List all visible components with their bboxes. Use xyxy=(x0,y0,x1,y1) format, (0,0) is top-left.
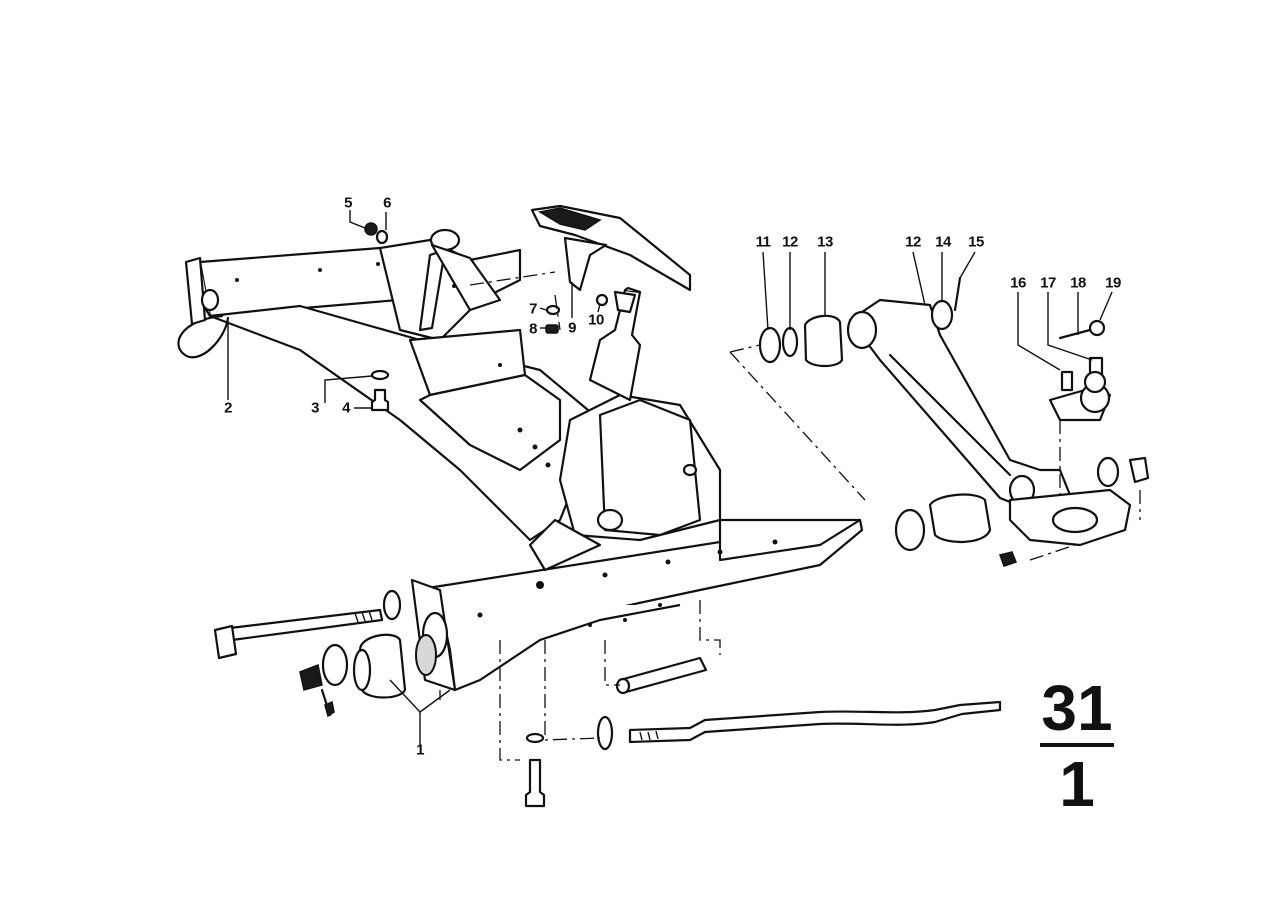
callout-1: 1 xyxy=(416,741,424,759)
front-mount-bolt-assembly xyxy=(213,589,437,718)
callout-18: 18 xyxy=(1070,274,1086,292)
washer-6 xyxy=(375,229,389,245)
callout-12-right: 12 xyxy=(905,233,921,251)
carrier-holes xyxy=(235,262,778,627)
nut-5 xyxy=(364,222,378,236)
callout-12-left: 12 xyxy=(782,233,798,251)
callout-19: 19 xyxy=(1105,274,1121,292)
group-number-top: 31 xyxy=(1041,672,1113,744)
grommet-10 xyxy=(595,293,609,307)
bolt-4 xyxy=(370,388,390,412)
nut-8 xyxy=(545,324,559,334)
callout-2: 2 xyxy=(224,399,232,417)
washer-3 xyxy=(370,369,390,381)
callout-10: 10 xyxy=(588,311,604,329)
bushing-13 xyxy=(803,314,844,368)
callout-9: 9 xyxy=(568,319,576,337)
callout-3: 3 xyxy=(311,399,319,417)
callout-14: 14 xyxy=(935,233,951,251)
tension-rod xyxy=(524,656,1002,808)
assembly-lines xyxy=(439,271,1141,761)
bushing-11 xyxy=(758,326,782,364)
group-number-divider xyxy=(1040,743,1114,747)
callout-13: 13 xyxy=(817,233,833,251)
leader-lines xyxy=(227,210,1113,745)
callout-4: 4 xyxy=(342,399,350,417)
washer-12 xyxy=(781,326,799,358)
callout-11: 11 xyxy=(755,233,771,251)
callout-5: 5 xyxy=(344,194,352,212)
callout-8: 8 xyxy=(529,320,537,338)
washer-7 xyxy=(545,304,561,316)
callout-6: 6 xyxy=(383,194,391,212)
callout-16: 16 xyxy=(1010,274,1026,292)
group-number-bottom: 1 xyxy=(1059,748,1095,820)
callout-17: 17 xyxy=(1040,274,1056,292)
front-axle-carrier xyxy=(177,204,864,692)
callout-15: 15 xyxy=(968,233,984,251)
callout-7: 7 xyxy=(529,300,537,318)
